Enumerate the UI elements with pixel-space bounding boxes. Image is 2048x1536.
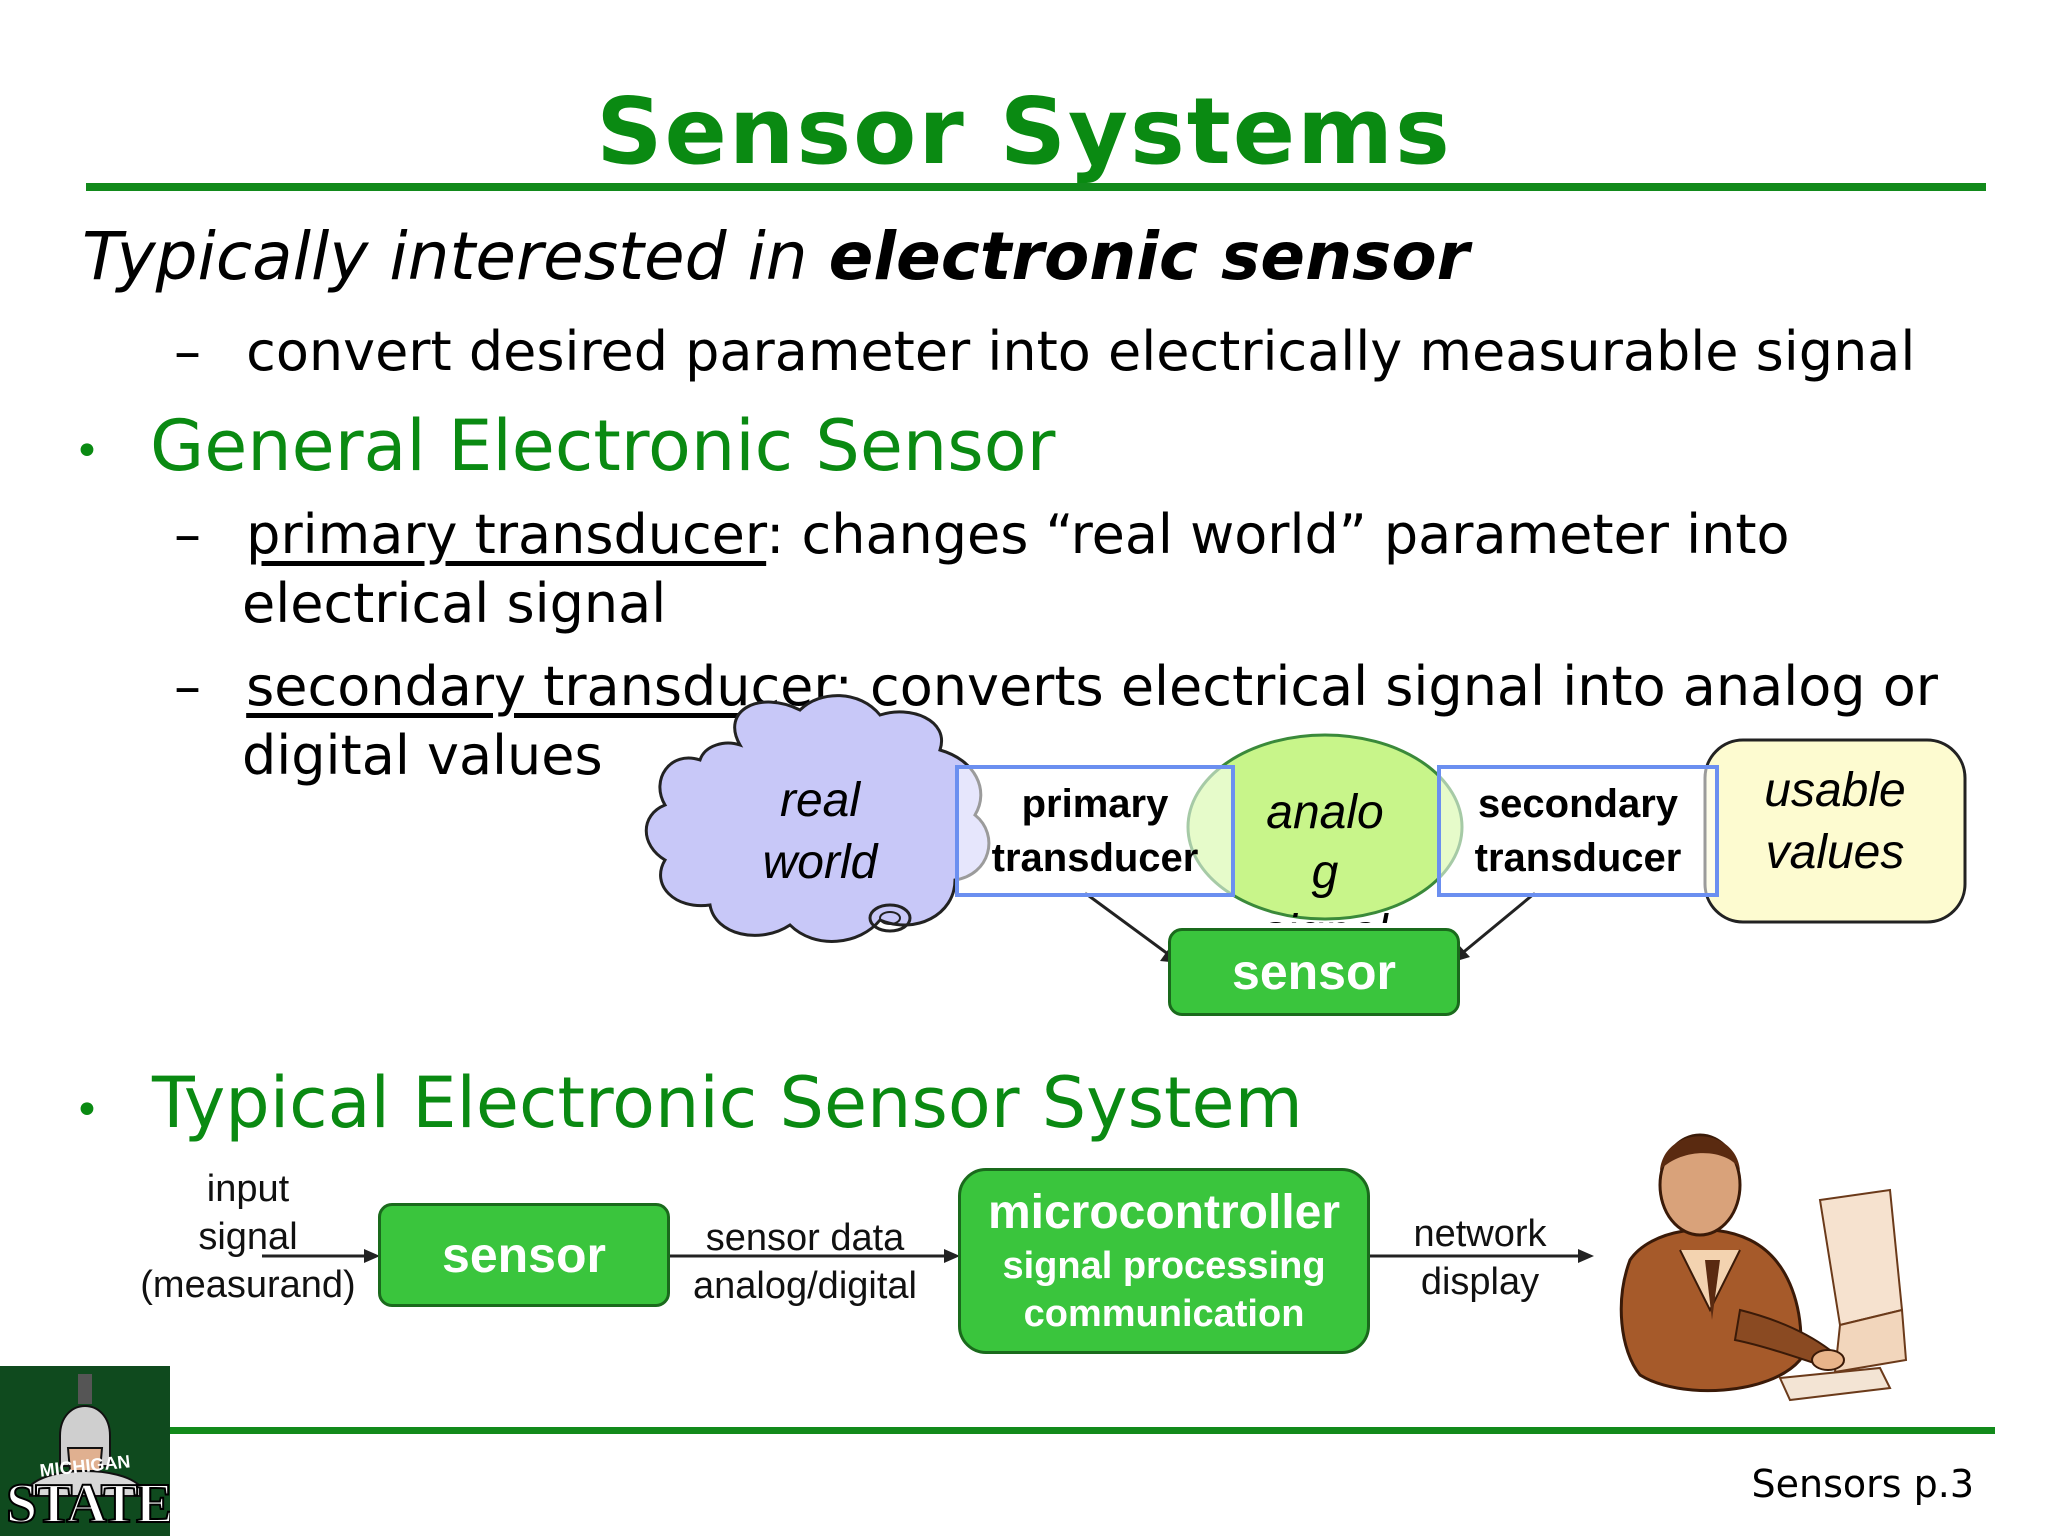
msu-logo: MICHIGAN STATE <box>0 1366 170 1536</box>
page-number: Sensors p.3 <box>1751 1462 1974 1506</box>
spartan-helmet-icon <box>0 1366 170 1536</box>
typical-heading: Typical Electronic Sensor System <box>152 1062 1303 1144</box>
analog-signal-label: analo g signal <box>1262 786 1387 923</box>
input-signal-label: input signal (measurand) <box>140 1168 356 1306</box>
secondary-item-cont: digital values <box>242 724 603 787</box>
slide-title: Sensor Systems <box>596 78 1452 185</box>
microcontroller-box: microcontroller signal processing commun… <box>958 1168 1370 1354</box>
primary-term: primary transducer <box>246 503 767 566</box>
secondary-transducer-box: secondary transducer <box>1437 765 1719 897</box>
intro-sub-text: convert desired parameter into electrica… <box>246 320 1916 383</box>
intro-bold: electronic sensor <box>828 218 1470 295</box>
intro-sub-item: – convert desired parameter into electri… <box>174 320 1916 383</box>
footer-divider <box>170 1427 1995 1434</box>
sensor-box-system: sensor <box>378 1203 670 1307</box>
primary-item: – primary transducer: changes “real worl… <box>174 503 1790 566</box>
logo-text-state: STATE <box>5 1473 170 1535</box>
intro-prefix: Typically interested in <box>82 218 829 295</box>
cloud-icon <box>644 694 991 943</box>
sensor-box-diagram: sensor <box>1168 928 1460 1016</box>
title-divider <box>86 183 1986 191</box>
real-world-label: real world <box>762 774 878 889</box>
network-display-label: network display <box>1413 1213 1547 1303</box>
primary-transducer-box: primary transducer <box>955 765 1235 897</box>
intro-line: Typically interested in electronic senso… <box>82 218 1469 295</box>
person-at-computer-icon <box>1619 1133 1908 1402</box>
usable-values-label: usable values <box>1764 764 1906 879</box>
bullet-dot: • <box>74 1085 100 1136</box>
cloud-swirl-icon <box>868 903 912 933</box>
general-heading: General Electronic Sensor <box>150 405 1056 487</box>
sensor-data-label: sensor data analog/digital <box>693 1217 917 1307</box>
secondary-item: – secondary transducer: converts electri… <box>174 655 1938 718</box>
secondary-term: secondary transducer <box>246 655 835 718</box>
primary-item-cont: electrical signal <box>242 572 667 635</box>
bullet-dot: • <box>74 426 100 477</box>
